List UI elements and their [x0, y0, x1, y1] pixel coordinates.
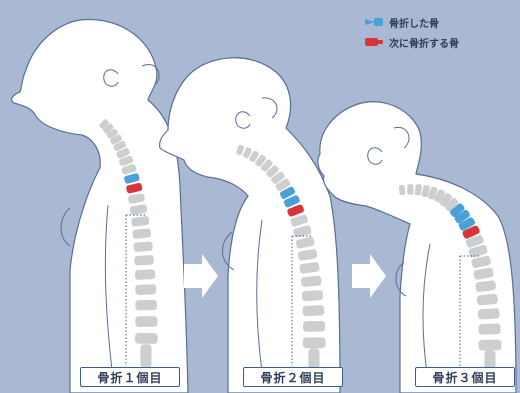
vertebra	[135, 284, 156, 295]
vertebra	[140, 344, 151, 367]
legend-fractured-label: 骨折した骨	[389, 15, 439, 30]
vertebra	[133, 241, 153, 252]
panel-label-1: 骨折１個目	[80, 367, 180, 387]
panel-label-3: 骨折３個目	[415, 367, 515, 387]
panel-label-2: 骨折２個目	[243, 367, 343, 387]
vertebra	[407, 184, 413, 195]
fractured-vertebra-icon	[365, 17, 383, 27]
vertebra	[415, 184, 423, 196]
vertebra	[302, 305, 324, 316]
vertebra	[302, 290, 323, 302]
next-fracture-vertebra-icon	[365, 37, 383, 47]
vertebra	[399, 185, 406, 195]
legend-next-label: 次に骨折する骨	[389, 35, 459, 50]
vertebra	[303, 321, 325, 332]
vertebra	[478, 323, 500, 334]
vertebra	[135, 316, 157, 327]
legend-item-fractured: 骨折した骨	[365, 14, 485, 30]
vertebra	[477, 294, 499, 306]
vertebra	[479, 340, 502, 351]
legend: 骨折した骨 次に骨折する骨	[365, 14, 485, 54]
vertebra	[301, 275, 322, 287]
vertebra	[478, 308, 500, 320]
vertebra	[134, 255, 154, 266]
vertebra	[135, 300, 157, 311]
legend-item-next: 次に骨折する骨	[365, 34, 485, 50]
vertebra	[135, 269, 156, 280]
vertebra	[303, 337, 326, 348]
vertebra	[135, 333, 158, 344]
